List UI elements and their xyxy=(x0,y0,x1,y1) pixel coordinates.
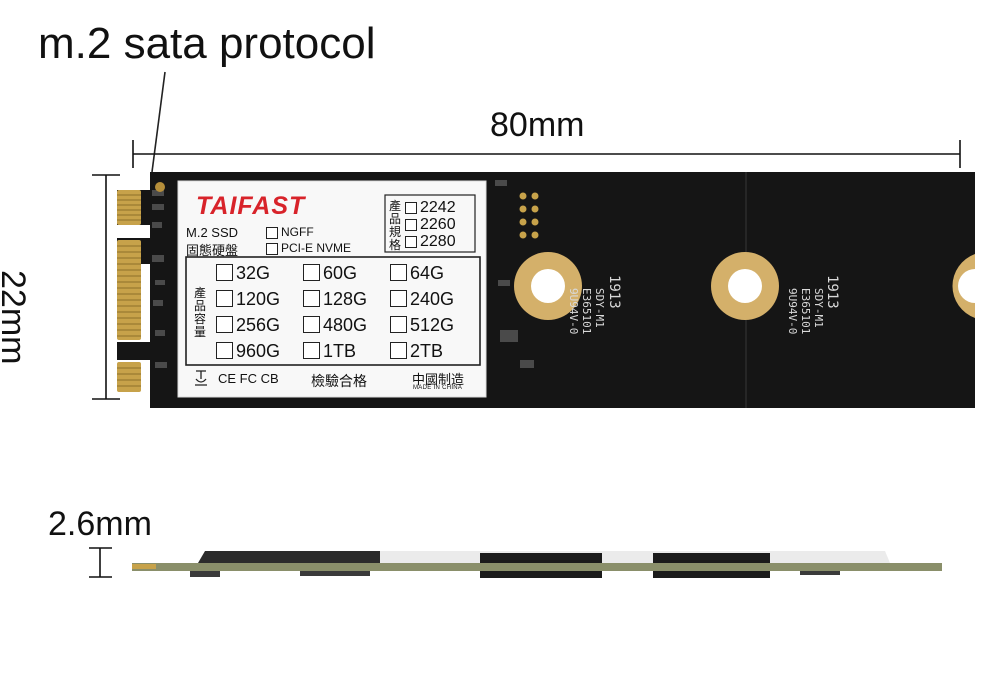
size-option: 2260 xyxy=(405,216,456,234)
inspection-passed-text: 檢驗合格 xyxy=(311,373,367,389)
thickness-label: 2.6mm xyxy=(48,505,152,543)
ngff-option: NGFF xyxy=(266,225,314,239)
capacity-option: 512G xyxy=(390,315,454,336)
capacity-option: 64G xyxy=(390,263,444,284)
capacity-option: 240G xyxy=(390,289,454,310)
capacity-option: 2TB xyxy=(390,341,443,362)
capacity-option: 120G xyxy=(216,289,280,310)
mounting-holes xyxy=(514,252,975,320)
made-in-china-cn: 中國制造 xyxy=(412,372,465,387)
brand-logo: TAIFAST xyxy=(196,192,306,220)
title: m.2 sata protocol xyxy=(38,19,376,68)
capacity-option: 960G xyxy=(216,341,280,362)
capacity-option: 1TB xyxy=(303,341,356,362)
size-header: 產品規格 xyxy=(388,199,401,252)
pcie-checkbox xyxy=(266,242,278,255)
certification-marks: CE FC CB xyxy=(218,371,279,386)
capacity-option: 60G xyxy=(303,263,357,284)
length-label: 80mm xyxy=(490,106,585,144)
capacity-option: 32G xyxy=(216,263,270,284)
ngff-checkbox xyxy=(266,226,278,239)
cn-ssd-text: 固態硬盤 xyxy=(186,243,239,258)
capacity-option: 480G xyxy=(303,315,367,336)
ssd-type-text: M.2 SSD xyxy=(186,225,239,240)
size-option: 2280 xyxy=(405,233,456,251)
size-option: 2242 xyxy=(405,199,456,217)
gold-contacts xyxy=(117,190,141,392)
pcie-option: PCI-E NVME xyxy=(266,241,351,255)
rohs-icon xyxy=(195,370,207,386)
made-in-china-en: MADE IN CHINA xyxy=(413,385,463,391)
capacity-header: 產品容量 xyxy=(193,286,206,339)
capacity-option: 256G xyxy=(216,315,280,336)
capacity-option: 128G xyxy=(303,289,367,310)
